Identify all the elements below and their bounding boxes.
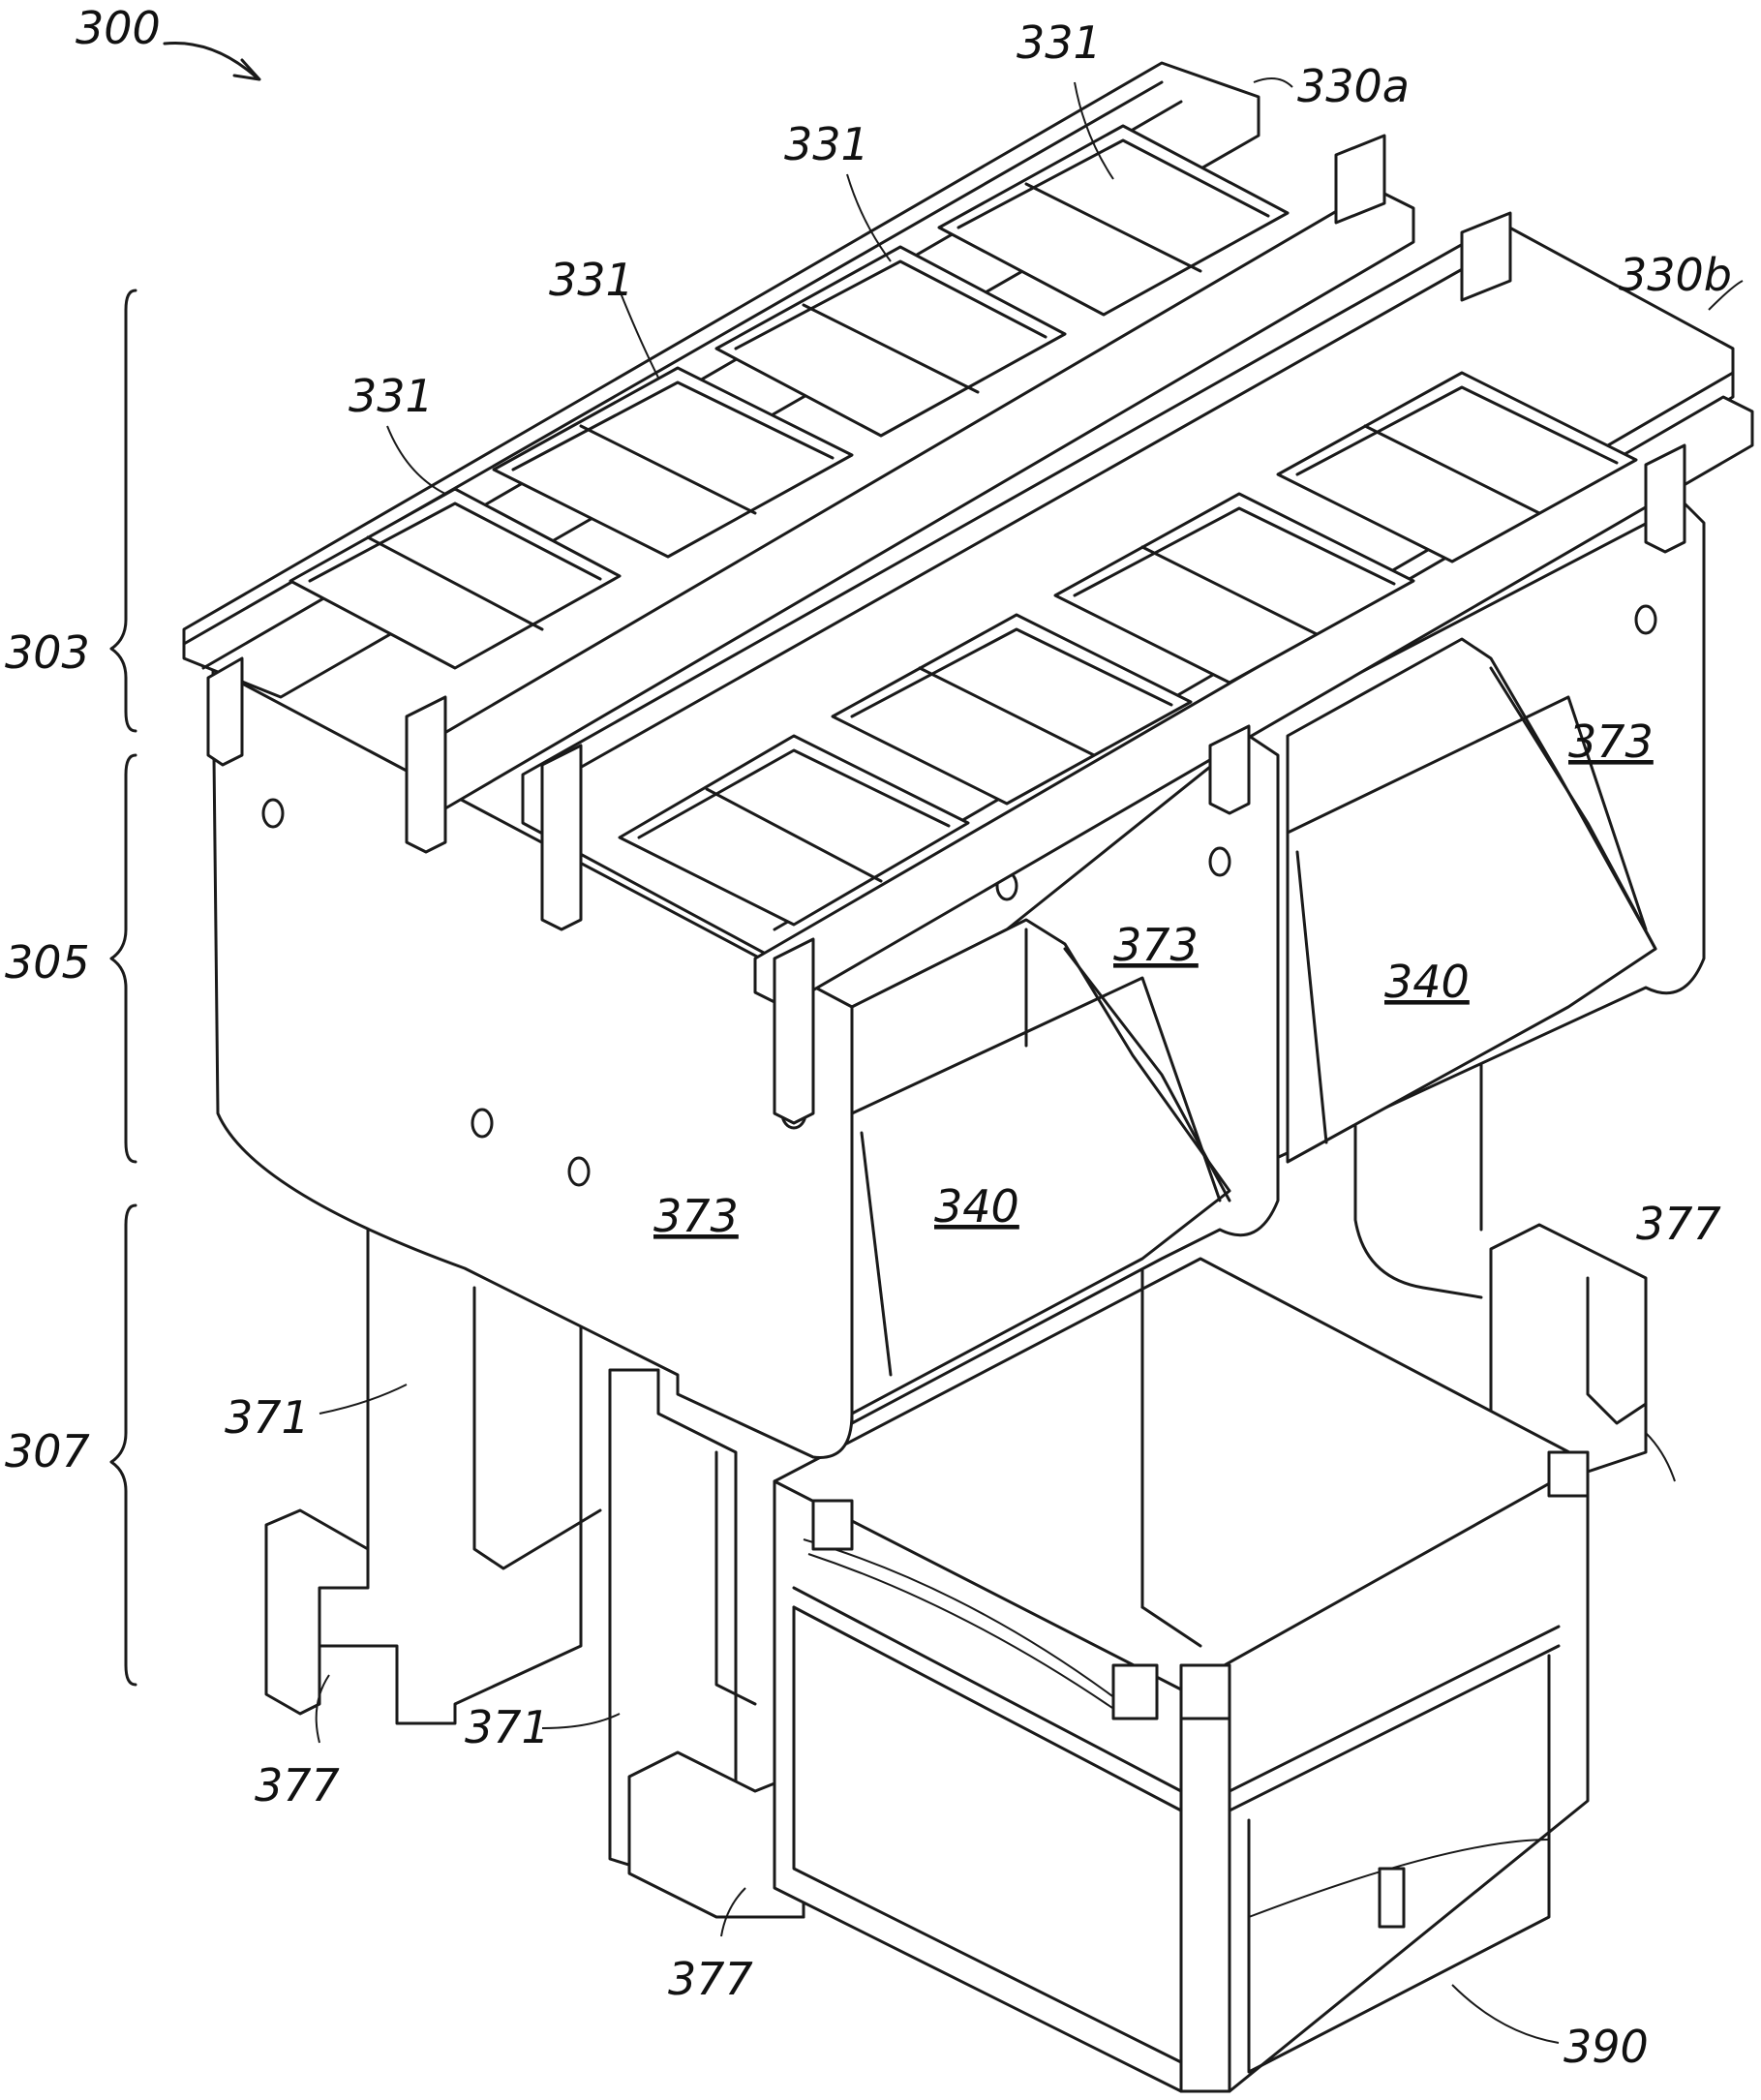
label-373-right: 373 <box>1568 715 1654 768</box>
label-377-right: 377 <box>1636 1198 1721 1250</box>
label-373-middle: 373 <box>1113 919 1199 971</box>
label-331-fourth: 331 <box>349 370 434 422</box>
label-340-right: 340 <box>1384 956 1470 1008</box>
label-331-top: 331 <box>1017 16 1102 69</box>
label-330b: 330b <box>1619 249 1732 301</box>
label-377-left: 377 <box>255 1759 340 1811</box>
label-330a: 330a <box>1297 60 1410 112</box>
label-340-left: 340 <box>934 1180 1019 1233</box>
label-331-second: 331 <box>784 118 869 170</box>
label-305: 305 <box>5 936 90 989</box>
label-390: 390 <box>1564 2021 1649 2073</box>
label-371-center: 371 <box>465 1701 550 1753</box>
label-371-left: 371 <box>225 1391 310 1444</box>
label-307: 307 <box>5 1425 90 1477</box>
label-303: 303 <box>5 626 90 679</box>
label-300: 300 <box>76 2 161 54</box>
label-373-left: 373 <box>653 1190 739 1242</box>
label-377-bottom: 377 <box>668 1953 753 2005</box>
label-331-third: 331 <box>549 254 634 306</box>
